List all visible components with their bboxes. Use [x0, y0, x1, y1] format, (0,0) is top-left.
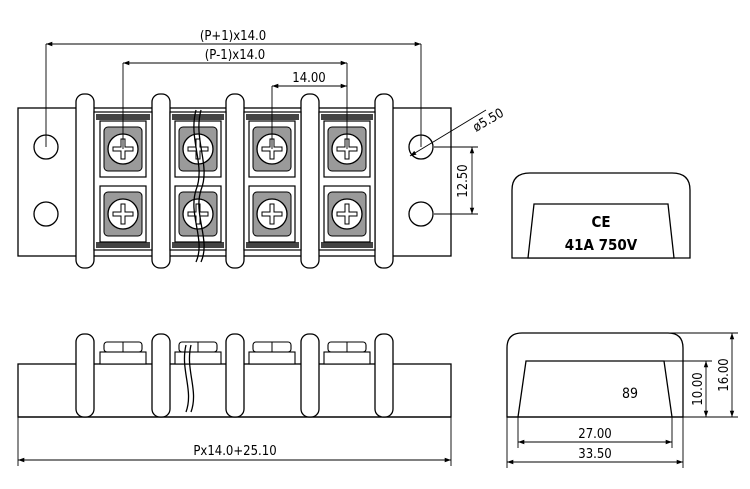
barrier: [300, 93, 320, 269]
dim-overall-top: (P+1)x14.0: [200, 29, 266, 44]
barrier: [374, 93, 394, 269]
dim-pitch: 14.00: [292, 71, 325, 86]
mounting-hole: [408, 201, 434, 227]
top-view: (P+1)x14.0 (P-1)x14.0 14.00 ø5.50 12.50: [17, 29, 507, 269]
dim-height-inner: 10.00: [691, 372, 706, 405]
mounting-hole: [33, 201, 59, 227]
dim-inner-top: (P-1)x14.0: [205, 48, 266, 63]
screw-icon: [248, 185, 296, 243]
dim-row-spacing: 12.50: [456, 164, 471, 197]
screw-icon: [323, 185, 371, 243]
wire: [193, 109, 200, 263]
barrier: [374, 333, 394, 418]
dim-width-inner: 27.00: [578, 427, 611, 442]
screw-icon: [174, 120, 222, 178]
barrier: [75, 333, 95, 418]
dim-width-outer: 33.50: [578, 447, 611, 462]
front-view: Px14.0+25.10: [17, 333, 452, 466]
barrier: [300, 333, 320, 418]
dim-hole-diameter: ø5.50: [471, 106, 507, 136]
ce-mark: CE: [591, 213, 610, 231]
dim-overall-length: Px14.0+25.10: [193, 444, 276, 459]
barrier: [151, 93, 171, 269]
barrier: [75, 93, 95, 269]
barrier: [151, 333, 171, 418]
dim-height-outer: 16.00: [717, 358, 732, 391]
end-view-dimensions: 89 27.00 33.50 10.00 16.00: [506, 332, 738, 468]
rating-label: 41A 750V: [565, 236, 638, 254]
barrier: [225, 333, 245, 418]
part-label: 89: [622, 386, 638, 402]
barrier: [225, 93, 245, 269]
screw-icon: [99, 185, 147, 243]
end-view-marking: CE 41A 750V: [511, 172, 691, 259]
